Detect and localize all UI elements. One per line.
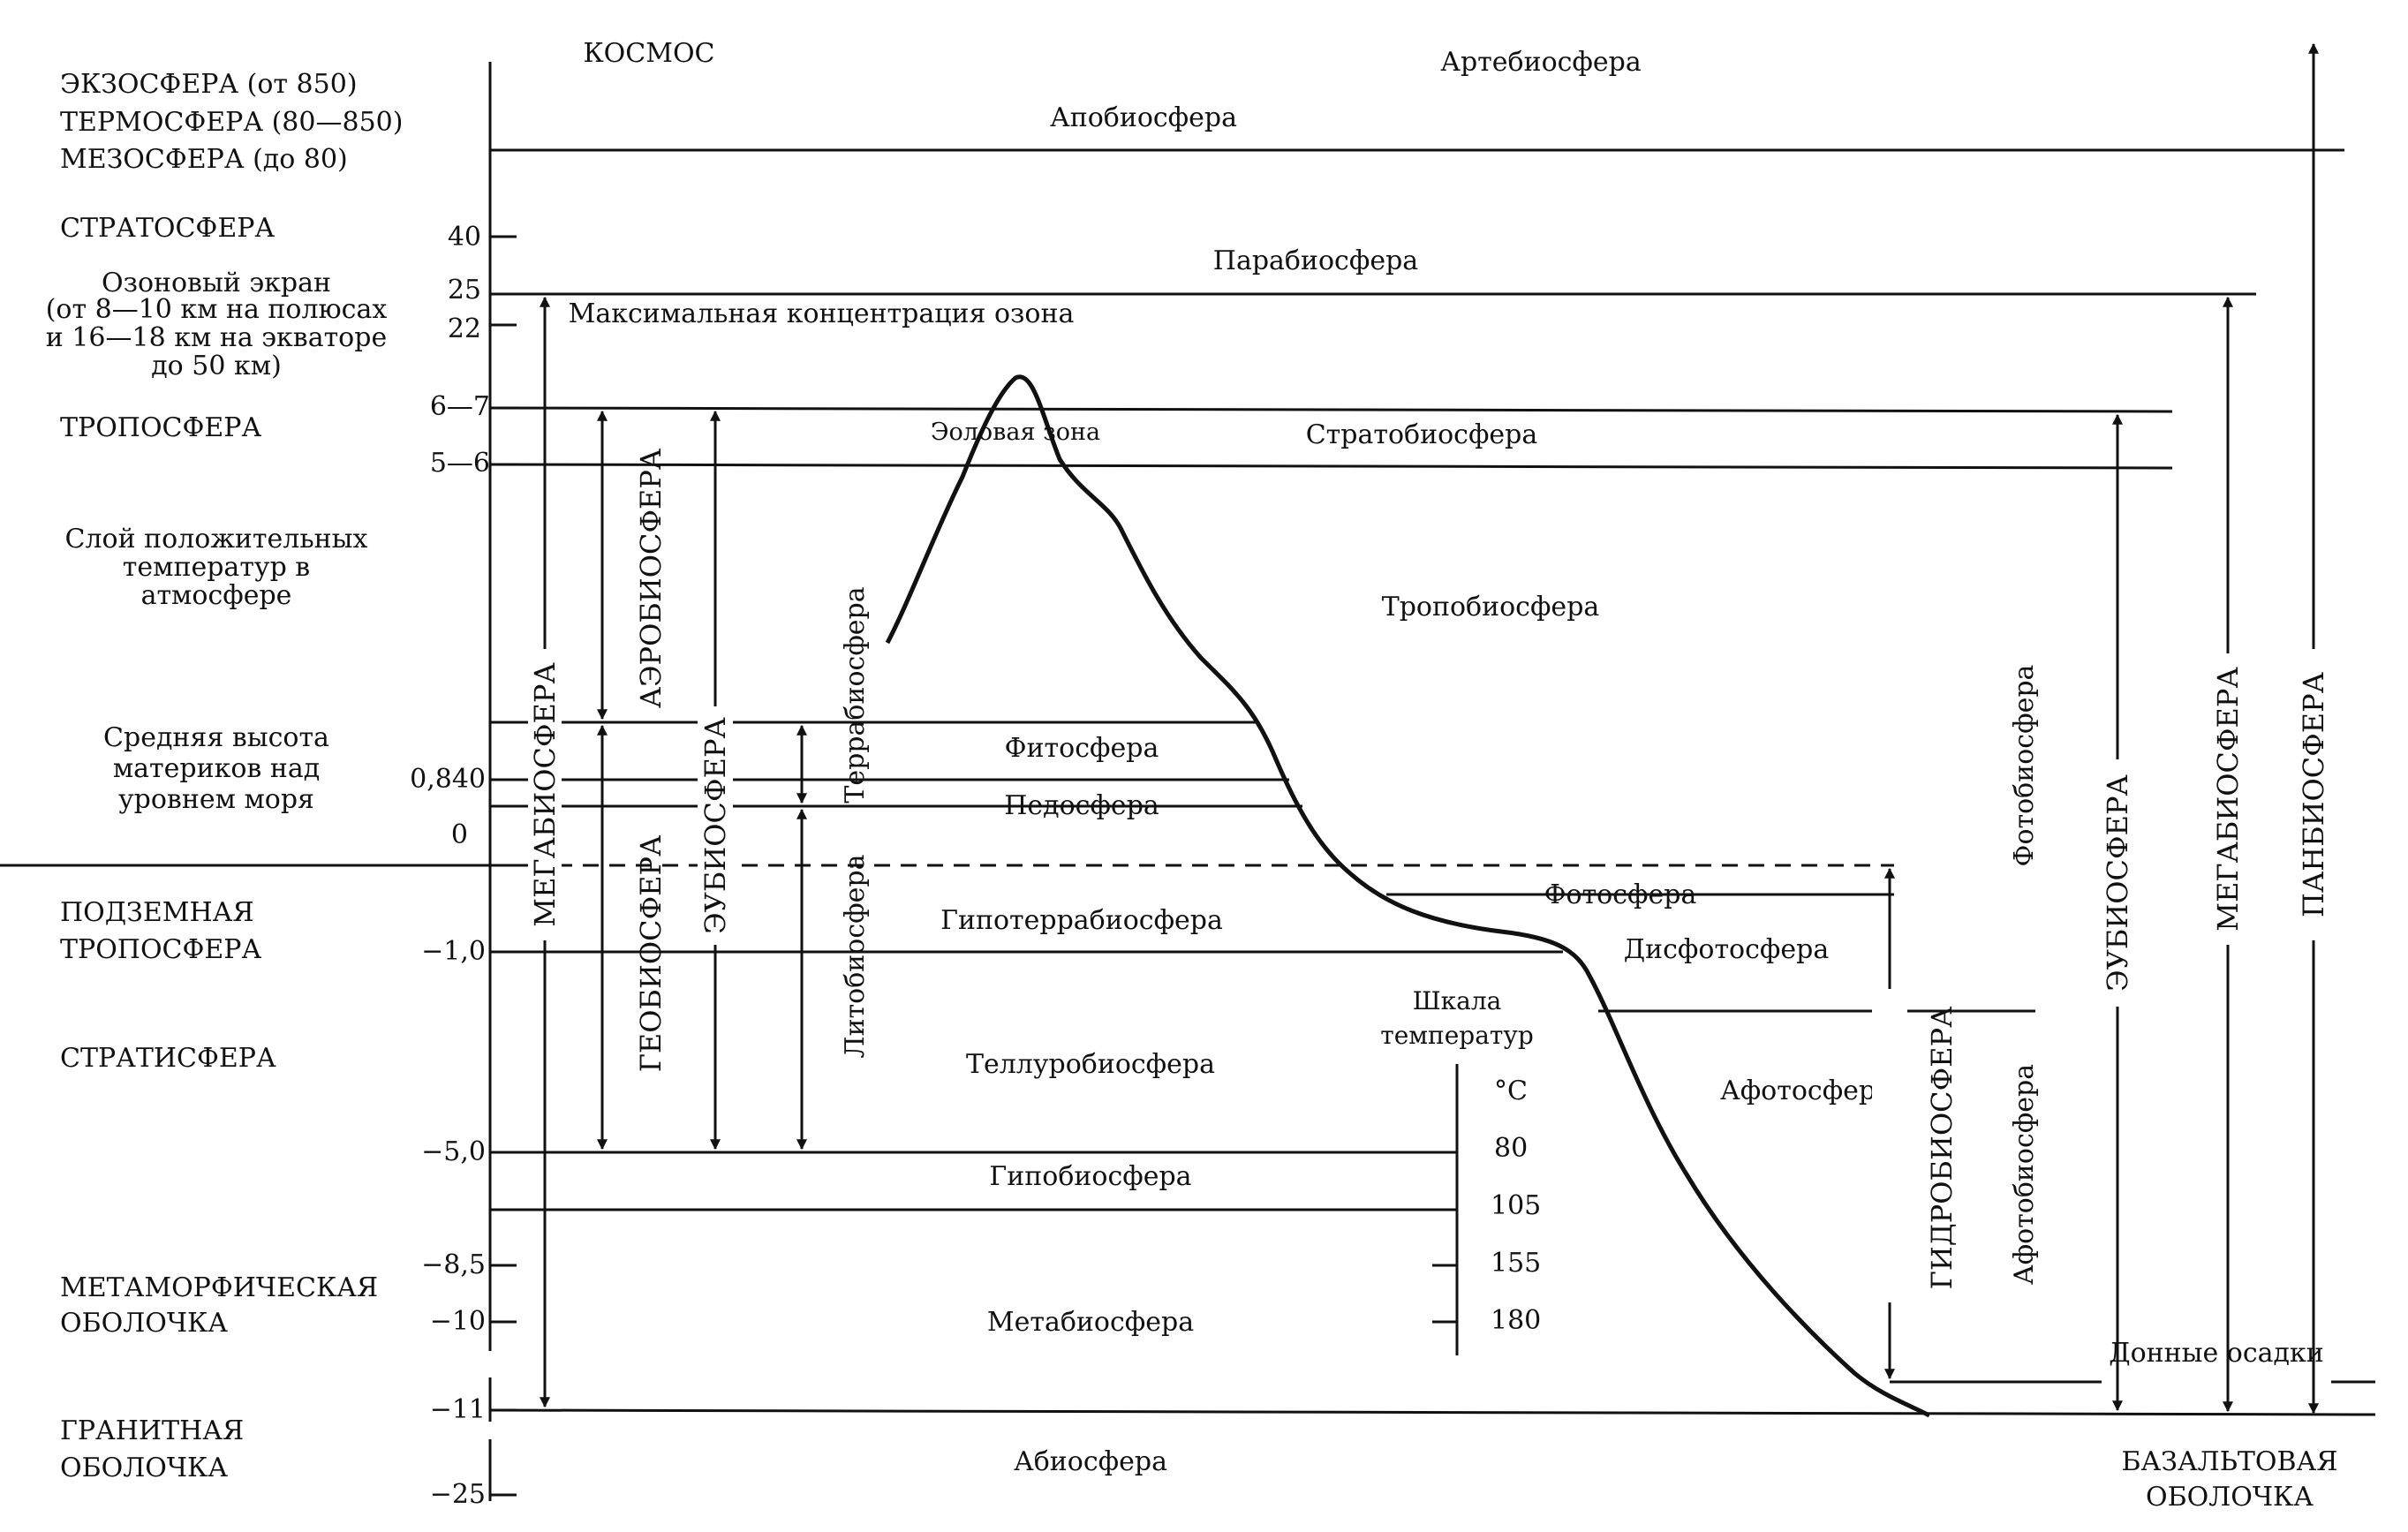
terrabiosphere-label: Террабиосфера — [840, 586, 871, 803]
tellurobiosphere-label: Теллуробиосфера — [966, 1049, 1215, 1080]
granite-label-line-2: ОБОЛОЧКА — [60, 1453, 228, 1483]
disphotosphere-label: Дисфотосфера — [1624, 934, 1830, 965]
underground-label-line-1: ПОДЗЕМНАЯ — [60, 897, 254, 928]
granite-label-line-1: ГРАНИТНАЯ — [60, 1415, 244, 1446]
tropobiosphere-label: Тропобиосфера — [1382, 592, 1600, 623]
photosphere-label: Фотосфера — [1544, 879, 1697, 910]
axis-label-0: 0 — [451, 819, 468, 850]
axis-label-minus-1: −1,0 — [421, 936, 486, 967]
avg-height-line-2: материков над — [113, 753, 320, 784]
stratosphere-label: СТРАТОСФЕРА — [60, 213, 275, 244]
apobiosphere-label: Апобиосфера — [1050, 102, 1237, 133]
hydrobiosphere-label: ГИДРОБИОСФЕРА — [1925, 1007, 1959, 1290]
aphotobiosphere-label: Афотобиосфера — [2009, 1064, 2040, 1285]
avg-height-line-1: Средняя высота — [103, 722, 329, 753]
stratobiosphere-top-line — [489, 406, 2173, 413]
positive-temp-line-2: температур в — [123, 552, 310, 583]
axis-label-5-6: 5—6 — [430, 448, 490, 479]
mask-eubiosphere-right — [2100, 759, 2135, 1007]
basalt-label-line-2: ОБОЛОЧКА — [2146, 1482, 2314, 1513]
eubiosphere-right-label: ЭУБИОСФЕРА — [2101, 774, 2134, 991]
pedosphere-label: Педосфера — [1004, 790, 1159, 821]
stratobiosphere-bottom-line — [489, 463, 2173, 470]
positive-temp-line-3: атмосфере — [141, 580, 292, 611]
ozone-label-line-1: Озоновый экран — [102, 268, 331, 298]
avg-height-line-3: уровнем моря — [118, 784, 314, 815]
underground-label-line-2: ТРОПОСФЕРА — [60, 934, 261, 965]
troposphere-label: ТРОПОСФЕРА — [60, 412, 261, 443]
panbiosphere-label: ПАНБИОСФЕРА — [2297, 672, 2330, 917]
basalt-label-line-1: БАЗАЛЬТОВАЯ — [2121, 1446, 2337, 1477]
stratobiosphere-label: Стратобиосфера — [1306, 419, 1538, 450]
metabiosphere-label: Метабиосфера — [987, 1307, 1194, 1338]
thermosphere-label: ТЕРМОСФЕРА (80—850) — [60, 107, 403, 138]
positive-temp-line-1: Слой положительных — [65, 524, 368, 555]
cosmos-label: КОСМОС — [583, 38, 714, 69]
mask-megabiosphere-left — [528, 649, 562, 940]
eubiosphere-left-label: ЭУБИОСФЕРА — [698, 717, 732, 933]
ozone-label-line-4: до 50 км) — [151, 351, 282, 381]
temp-value-80: 80 — [1494, 1133, 1528, 1164]
axis-label-minus-10: −10 — [430, 1306, 486, 1337]
artebiosphere-label: Артебиосфера — [1440, 47, 1642, 78]
boundary-lines — [0, 148, 2376, 1416]
axis-label-0840: 0,840 — [410, 764, 486, 795]
phytosphere-label: Фитосфера — [1005, 733, 1159, 764]
bottom-sediments-label: Донные осадки — [2109, 1338, 2324, 1369]
temp-unit-label: °С — [1494, 1075, 1528, 1106]
axis-label-25: 25 — [448, 275, 481, 306]
megabiosphere-left-label: МЕГАБИОСФЕРА — [528, 662, 562, 926]
mask-megabiosphere-right — [2210, 653, 2246, 945]
ozone-label-line-3: и 16—18 км на экваторе — [46, 322, 387, 353]
temp-scale-title-line-1: Шкала — [1413, 986, 1502, 1015]
aphotosphere-label: Афотосфера — [1720, 1075, 1891, 1106]
exosphere-label: ЭКЗОСФЕРА (от 850) — [60, 69, 358, 100]
mask-hydrobiosphere — [1872, 989, 1907, 1302]
temp-value-105: 105 — [1491, 1190, 1541, 1221]
mesosphere-label: МЕЗОСФЕРА (до 80) — [60, 144, 348, 175]
axis-label-minus-25: −25 — [430, 1479, 486, 1510]
axis-label-40: 40 — [448, 222, 481, 253]
axis-label-6-7: 6—7 — [430, 391, 490, 422]
depth-axis — [488, 62, 517, 1501]
temperature-scale — [1432, 1064, 1459, 1355]
metamorphic-label-line-1: МЕТАМОРФИЧЕСКАЯ — [60, 1272, 378, 1303]
aerobiosphere-label: АЭРОБИОСФЕРА — [634, 449, 668, 708]
geobiosphere-label: ГЕОБИОСФЕРА — [634, 835, 668, 1073]
mask-eubiosphere-left — [698, 706, 733, 945]
abiosphere-label: Абиосфера — [1014, 1446, 1167, 1477]
axis-label-minus-8-5: −8,5 — [421, 1249, 486, 1280]
megabiosphere-right-label: МЕГАБИОСФЕРА — [2211, 667, 2245, 931]
temp-scale-title-line-2: температур — [1380, 1021, 1534, 1050]
mask-panbiosphere — [2296, 649, 2331, 940]
max-ozone-label: Максимальная концентрация озона — [569, 298, 1075, 329]
axis-label-22: 22 — [448, 313, 481, 344]
lithobiosphere-label: Литобиосфера — [840, 854, 871, 1058]
parabiosphere-label: Парабиосфера — [1213, 245, 1418, 276]
metamorphic-label-line-2: ОБОЛОЧКА — [60, 1308, 228, 1339]
photobiosphere-label: Фотобиосфера — [2009, 664, 2040, 866]
temp-value-155: 155 — [1491, 1248, 1541, 1279]
relief-profile-curve — [885, 374, 1931, 1418]
temp-value-180: 180 — [1491, 1305, 1541, 1336]
axis-label-minus-5: −5,0 — [421, 1136, 486, 1167]
hypoterrabiosphere-label: Гипотеррабиосфера — [940, 905, 1223, 936]
axis-label-minus-11: −11 — [430, 1394, 486, 1425]
stratisphere-label: СТРАТИСФЕРА — [60, 1043, 276, 1074]
hypobiosphere-label: Гипобиосфера — [989, 1161, 1191, 1192]
vertical-arrows — [540, 42, 2319, 1415]
eolian-zone-label: Эоловая зона — [931, 419, 1100, 446]
basalt-boundary-line — [489, 1408, 2376, 1416]
ozone-label-line-2: (от 8—10 км на полюсах — [46, 294, 388, 325]
